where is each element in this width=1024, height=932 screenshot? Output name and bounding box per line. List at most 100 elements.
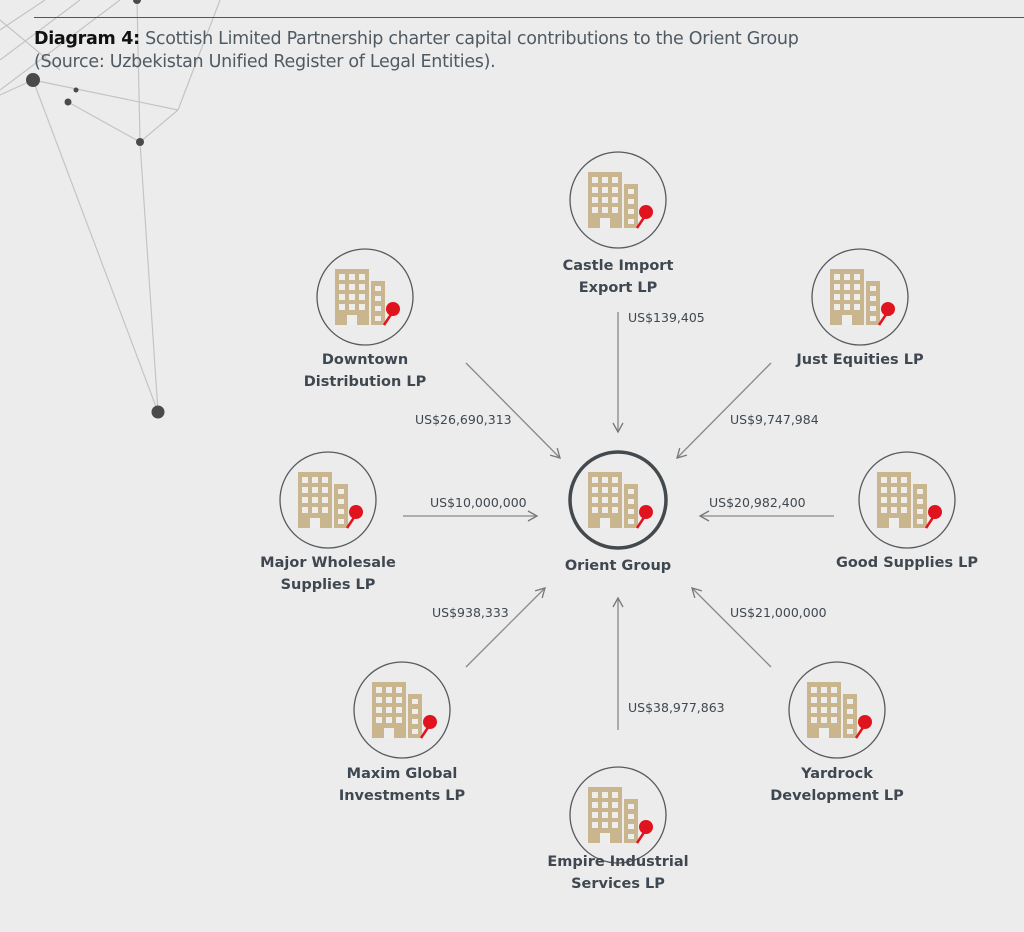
node-circle xyxy=(858,451,956,549)
window xyxy=(412,699,418,704)
window xyxy=(881,477,887,483)
window xyxy=(612,207,618,213)
building-annex xyxy=(371,281,385,325)
window xyxy=(602,477,608,483)
window xyxy=(847,719,853,724)
door xyxy=(600,518,610,528)
window xyxy=(628,499,634,504)
contribution-amount: US$938,333 xyxy=(432,605,509,620)
window xyxy=(592,822,598,828)
window xyxy=(917,509,923,514)
window xyxy=(612,477,618,483)
window xyxy=(854,304,860,310)
window xyxy=(376,707,382,713)
window xyxy=(592,197,598,203)
node-circle xyxy=(569,766,667,864)
pin-head xyxy=(639,820,653,834)
pin-head xyxy=(858,715,872,729)
window xyxy=(834,304,840,310)
window xyxy=(592,207,598,213)
window xyxy=(349,294,355,300)
window xyxy=(612,507,618,513)
window xyxy=(375,296,381,301)
node-circle xyxy=(353,661,451,759)
window xyxy=(322,497,328,503)
node-label: Distribution LP xyxy=(304,374,427,390)
node-label: Downtown xyxy=(322,352,408,368)
window xyxy=(881,487,887,493)
contribution-amount: US$21,000,000 xyxy=(730,605,827,620)
window xyxy=(628,824,634,829)
window xyxy=(338,509,344,514)
node-circle xyxy=(788,661,886,759)
window xyxy=(831,687,837,693)
window xyxy=(602,197,608,203)
node-label: Good Supplies LP xyxy=(836,555,978,571)
window xyxy=(612,187,618,193)
window xyxy=(628,519,634,524)
window xyxy=(592,507,598,513)
window xyxy=(386,687,392,693)
window xyxy=(386,697,392,703)
window xyxy=(312,487,318,493)
node-contributor xyxy=(858,451,956,549)
node-contributor xyxy=(316,248,414,346)
window xyxy=(628,219,634,224)
node-label: Castle Import xyxy=(563,258,674,274)
node-circle xyxy=(568,450,668,550)
window xyxy=(811,697,817,703)
window xyxy=(917,519,923,524)
window xyxy=(901,507,907,513)
caption-label: Diagram 4: xyxy=(34,29,140,49)
window xyxy=(338,519,344,524)
window xyxy=(302,477,308,483)
window xyxy=(834,274,840,280)
pin-head xyxy=(881,302,895,316)
window xyxy=(302,487,308,493)
window xyxy=(302,497,308,503)
window xyxy=(602,177,608,183)
door xyxy=(600,833,610,843)
node-contributor xyxy=(788,661,886,759)
window xyxy=(359,284,365,290)
window xyxy=(602,802,608,808)
window xyxy=(375,316,381,321)
node-orient-group xyxy=(568,450,668,550)
node-contributor xyxy=(279,451,377,549)
center-label: Orient Group xyxy=(565,558,671,574)
building-annex xyxy=(408,694,422,738)
window xyxy=(602,487,608,493)
window xyxy=(376,687,382,693)
caption-source: (Source: Uzbekistan Unified Register of … xyxy=(34,52,496,72)
window xyxy=(628,209,634,214)
pin-head xyxy=(928,505,942,519)
window xyxy=(602,507,608,513)
contribution-amount: US$26,690,313 xyxy=(415,412,512,427)
window xyxy=(396,717,402,723)
window xyxy=(901,477,907,483)
window xyxy=(312,507,318,513)
window xyxy=(891,507,897,513)
node-contributor xyxy=(569,151,667,249)
window xyxy=(821,717,827,723)
contribution-arrow xyxy=(465,587,546,668)
window xyxy=(847,709,853,714)
window xyxy=(917,489,923,494)
window xyxy=(612,177,618,183)
window xyxy=(811,707,817,713)
window xyxy=(349,304,355,310)
window xyxy=(359,304,365,310)
window xyxy=(612,792,618,798)
window xyxy=(339,304,345,310)
window xyxy=(834,284,840,290)
window xyxy=(386,707,392,713)
window xyxy=(359,274,365,280)
window xyxy=(901,487,907,493)
window xyxy=(628,489,634,494)
caption-title: Scottish Limited Partnership charter cap… xyxy=(139,29,799,49)
node-label: Services LP xyxy=(571,876,665,892)
window xyxy=(844,274,850,280)
window xyxy=(917,499,923,504)
